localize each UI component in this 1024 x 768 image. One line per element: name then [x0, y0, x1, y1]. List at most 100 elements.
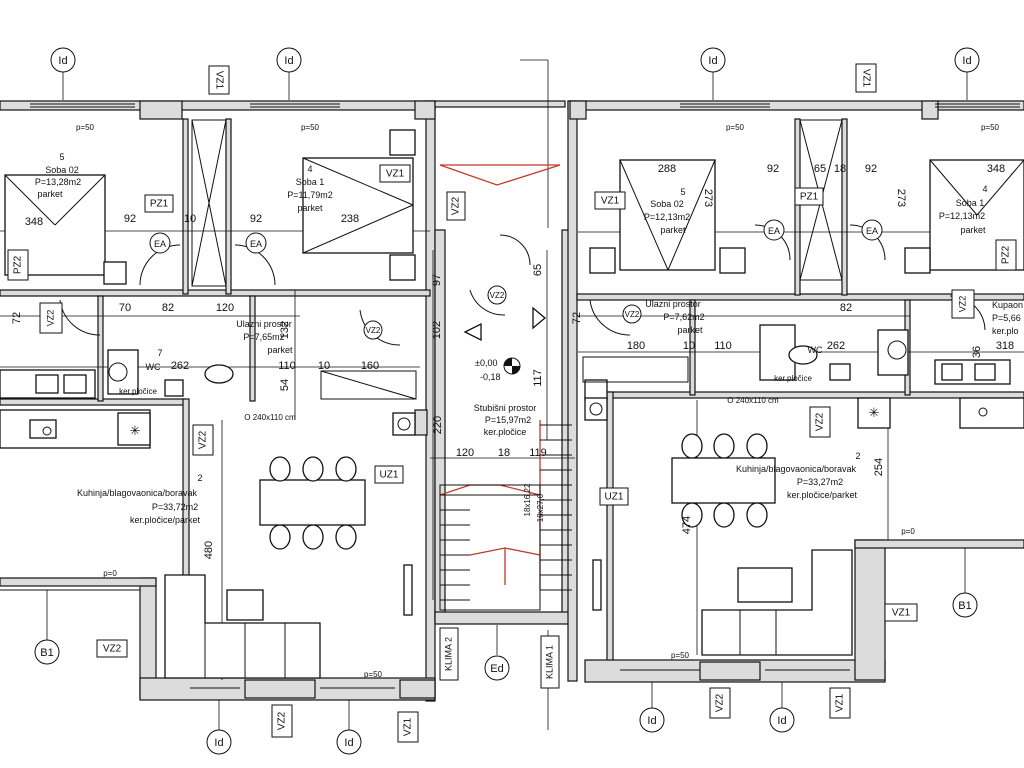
dim-text: 262: [171, 360, 189, 372]
dim-text: 273: [702, 189, 714, 207]
tag-label: EA: [250, 239, 262, 249]
svg-text:Soba 02: Soba 02: [650, 199, 684, 209]
tag-pz2-left: PZ2: [7, 249, 29, 281]
tag-label: PZ2: [1001, 245, 1012, 264]
dim-text: 262: [827, 340, 845, 352]
tag-label: VZ1: [892, 608, 911, 619]
tag-klima2: KLIMA 2: [439, 627, 459, 681]
svg-text:Soba 1: Soba 1: [956, 198, 985, 208]
tag-label: EA: [866, 226, 878, 236]
room-5-right: 5 Soba 02 P=12,13m2 parket: [644, 187, 690, 235]
tag-vz2-left-vertical-bottom: VZ2: [192, 424, 214, 456]
dim-text: 82: [162, 302, 174, 314]
tag-ea-left-2: EA: [245, 232, 267, 254]
axis-label: Id: [962, 55, 971, 67]
svg-text:Stubišni prostor: Stubišni prostor: [474, 403, 537, 413]
dim-text: 82: [840, 302, 852, 314]
tag-vz2-left-door: VZ2: [363, 320, 383, 340]
dim-text: 220: [432, 416, 444, 434]
dim-text: 119: [529, 447, 547, 459]
dim-text: 72: [571, 312, 583, 324]
note-p0: p=0: [901, 527, 915, 536]
dim-text: 70: [119, 302, 131, 314]
tag-vz1-stair-top: VZ1: [379, 164, 411, 183]
dim-text: 180: [627, 340, 645, 352]
dim-text: 273: [895, 189, 907, 207]
svg-text:P=5,66: P=5,66: [992, 313, 1021, 323]
svg-text:ker.plo: ker.plo: [992, 326, 1019, 336]
axis-label: B1: [958, 600, 971, 612]
dim-text: 92: [250, 213, 262, 225]
dim-text: 480: [203, 541, 215, 559]
room-3-right: Ulazni prostor P=7,62m2 parket: [645, 299, 704, 335]
axis-label: Id: [284, 55, 293, 67]
svg-text:WC: WC: [146, 362, 161, 372]
axis-label: Id: [344, 737, 353, 749]
svg-text:Kuhinja/blagovaonica/boravak: Kuhinja/blagovaonica/boravak: [736, 464, 857, 474]
note-p50: p=50: [301, 123, 320, 132]
svg-text:P=15,97m2: P=15,97m2: [485, 415, 531, 425]
axis-ld-top-4: Id: [954, 47, 980, 100]
tag-ea-right-1: EA: [763, 219, 785, 241]
tag-label: VZ1: [860, 69, 871, 88]
tag-pz1-right: PZ1: [794, 187, 824, 206]
dim-text: 97: [431, 274, 443, 286]
tag-label: VZ2: [451, 196, 462, 215]
room-kupaonica-right: Kupaon P=5,66 ker.plo: [992, 300, 1023, 336]
axis-markers: Id Id Id Id Id Id Id: [34, 47, 980, 755]
tag-pz2-right: PZ2: [995, 239, 1017, 271]
tag-label: EA: [154, 239, 166, 249]
axis-ld-bottom-1: Id: [206, 700, 232, 755]
svg-text:2: 2: [197, 473, 202, 483]
axis-ld-top-1: Id: [50, 47, 76, 100]
tag-label: KLIMA 2: [443, 637, 453, 671]
dim-text: 110: [714, 340, 732, 352]
stair-treads: [439, 424, 572, 611]
axis-ld-top-3: Id: [700, 47, 726, 100]
tag-label: UZ1: [605, 492, 624, 503]
dim-text: 92: [865, 163, 877, 175]
tag-label: VZ2: [45, 310, 55, 327]
dim-text: 54: [279, 379, 291, 391]
furniture: [0, 119, 1024, 679]
tag-ea-left-1: EA: [149, 232, 171, 254]
axis-ld-top-2: Id: [276, 47, 302, 100]
svg-text:ker.pločice: ker.pločice: [119, 387, 157, 396]
tag-uz1-right: UZ1: [599, 487, 629, 506]
dim-text: 160: [361, 360, 379, 372]
svg-text:Ulazni prostor: Ulazni prostor: [236, 319, 292, 329]
note-p50: p=50: [76, 123, 95, 132]
svg-text:ker.pločice: ker.pločice: [774, 374, 812, 383]
fan-symbol-left: ✳: [130, 423, 141, 438]
tag-label: VZ1: [386, 169, 405, 180]
tag-label: PZ1: [150, 199, 169, 210]
tag-vz2-bottom-left: VZ2: [271, 704, 293, 738]
axis-ld-bottom-3: Id: [639, 682, 665, 733]
tag-vz1-bottom-left: VZ1: [397, 711, 419, 743]
svg-text:P=33,72m2: P=33,72m2: [152, 502, 198, 512]
tag-vz2-stair-vertical: VZ2: [446, 191, 466, 221]
svg-text:ker.pločice: ker.pločice: [484, 427, 527, 437]
dim-text: 110: [278, 360, 296, 372]
room-labels: 5 Soba 02 P=13,28m2 parket 4 Soba 1 P=11…: [35, 152, 1023, 525]
note-stairs: 18x16,22: [523, 483, 532, 516]
tag-vz1-top-right-vertical: VZ1: [855, 63, 877, 93]
dim-text: 102: [431, 321, 443, 339]
svg-text:4: 4: [307, 164, 312, 174]
dim-text: 238: [341, 213, 359, 225]
dim-text: 10: [318, 360, 330, 372]
dim-text: 92: [767, 163, 779, 175]
dim-text: 318: [996, 340, 1014, 352]
svg-text:parket: parket: [267, 345, 293, 355]
room-7-left: 7 WC ker.pločice: [119, 348, 162, 396]
axis-label: Id: [214, 737, 223, 749]
svg-text:P=11,79m2: P=11,79m2: [287, 190, 333, 200]
axis-label: B1: [40, 647, 53, 659]
tag-vz2-bottom-right: VZ2: [709, 687, 731, 719]
axis-label: Id: [58, 55, 67, 67]
svg-text:P=7,65m2: P=7,65m2: [243, 332, 284, 342]
svg-text:4: 4: [982, 184, 987, 194]
svg-text:Soba 1: Soba 1: [296, 177, 325, 187]
tag-label: VZ2: [490, 291, 505, 300]
